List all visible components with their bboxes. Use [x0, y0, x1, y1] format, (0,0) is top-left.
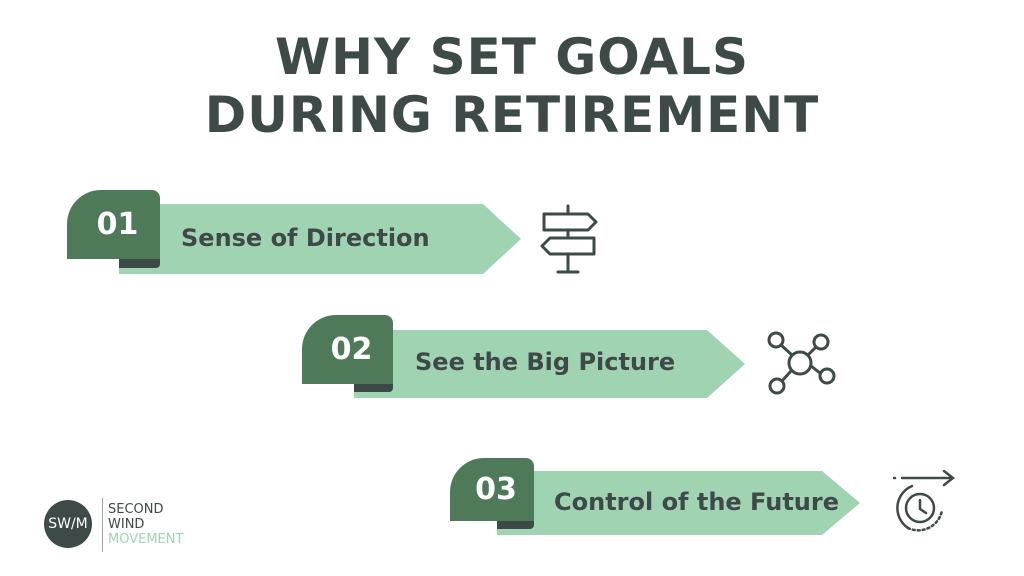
logo-monogram: SW/M	[44, 500, 92, 548]
step-1-label: Sense of Direction	[181, 224, 430, 252]
step-2-number: 02	[330, 332, 373, 367]
logo-line-3: MOVEMENT	[108, 532, 184, 547]
title-line-2: DURING RETIREMENT	[204, 86, 820, 144]
step-3-fold	[497, 520, 534, 529]
signpost-icon	[538, 204, 600, 276]
step-2-banner	[354, 330, 745, 398]
step-1-fold	[119, 258, 160, 268]
step-3-number: 03	[475, 472, 517, 507]
page-title: WHY SET GOALS DURING RETIREMENT	[0, 28, 1024, 144]
step-3-number-tab: 03	[450, 458, 534, 521]
step-2-label: See the Big Picture	[415, 348, 676, 376]
title-line-1: WHY SET GOALS	[274, 28, 750, 86]
step-1-banner	[119, 204, 521, 274]
step-1-number: 01	[96, 207, 139, 242]
step-1-number-tab: 01	[67, 190, 160, 259]
brand-logo: SW/M SECOND WIND MOVEMENT	[44, 498, 214, 554]
step-3-label: Control of the Future	[554, 488, 839, 516]
logo-divider	[102, 498, 103, 552]
logo-wordmark: SECOND WIND MOVEMENT	[108, 502, 183, 547]
step-3-banner	[497, 471, 860, 535]
logo-line-1: SECOND	[108, 502, 164, 517]
logo-line-2: WIND	[108, 517, 145, 532]
network-nodes-icon	[764, 329, 836, 397]
clock-forward-arrow-icon	[890, 470, 960, 536]
step-2-fold	[354, 383, 393, 392]
step-2-number-tab: 02	[302, 315, 393, 384]
